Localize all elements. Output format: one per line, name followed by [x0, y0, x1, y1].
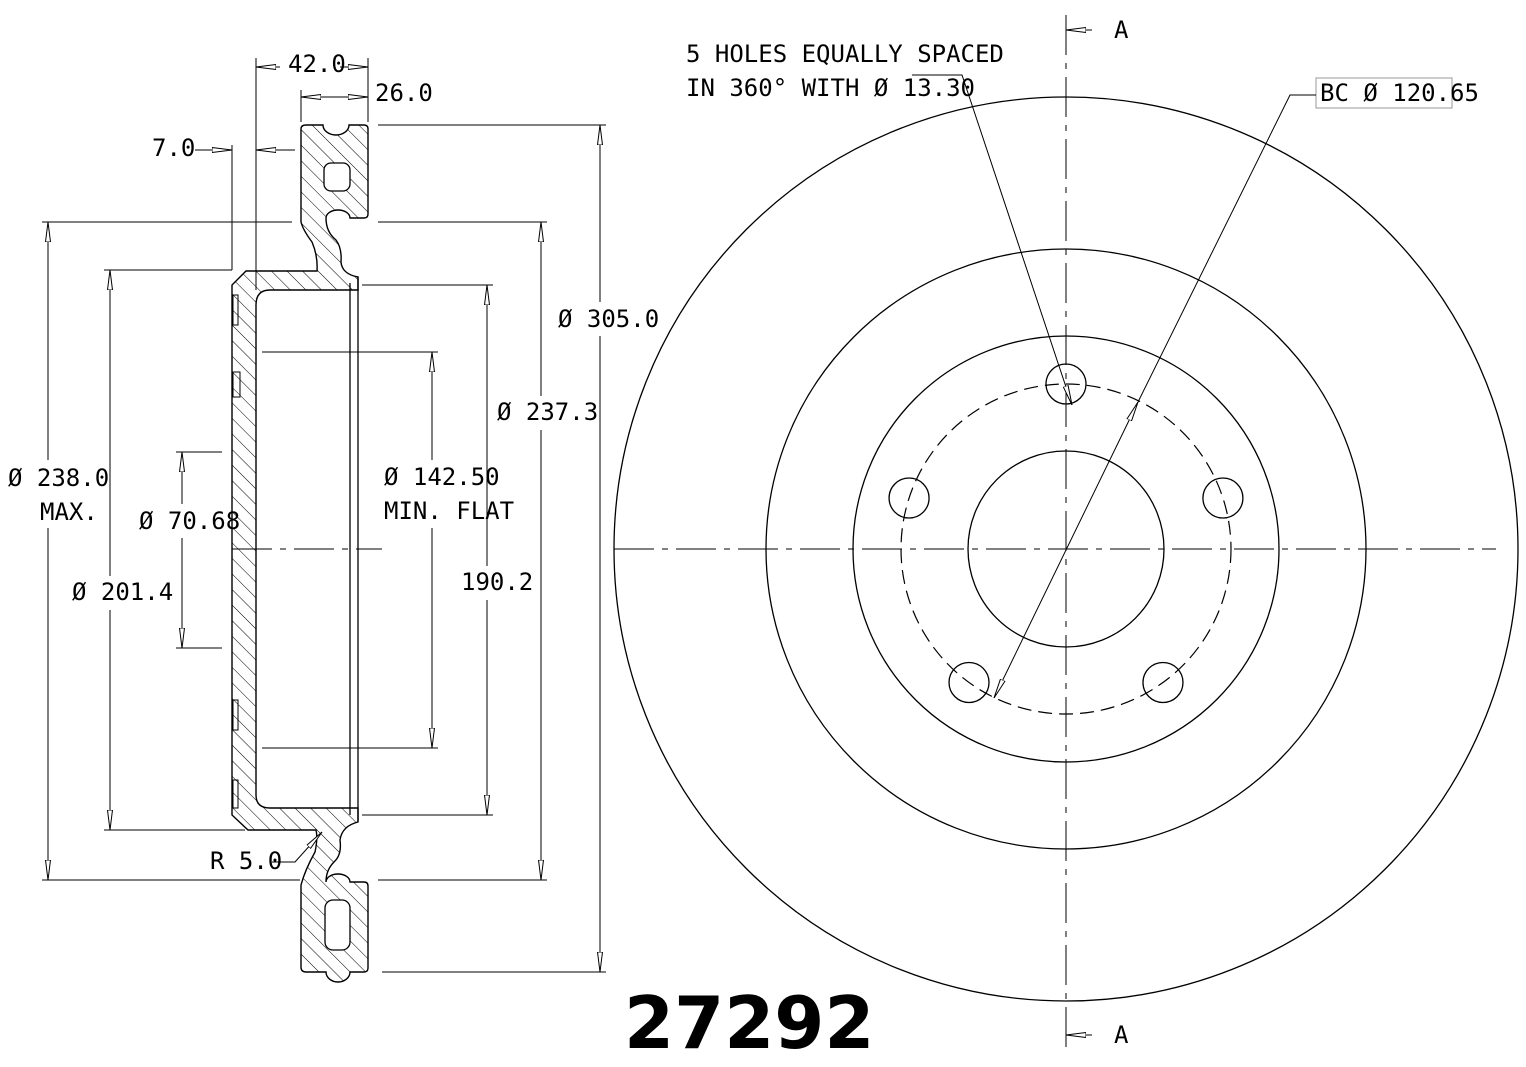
- bolt-holes: [888, 363, 1244, 704]
- bolt-circle-label: BC Ø 120.65: [1320, 79, 1479, 107]
- holes-note-line1: 5 HOLES EQUALLY SPACED: [686, 40, 1004, 68]
- dim-center-bore: Ø 70.68: [139, 507, 240, 535]
- bolt-circle-callout-box: [1315, 77, 1453, 109]
- section-marker-top: A: [1114, 16, 1129, 44]
- dim-overall-width: 42.0: [288, 50, 346, 78]
- dim-201: Ø 201.4: [72, 578, 173, 606]
- dim-237: Ø 237.3: [497, 398, 598, 426]
- section-marker-bottom: A: [1114, 1021, 1129, 1049]
- bolt-hole: [1142, 661, 1184, 704]
- bolt-hole: [888, 477, 930, 519]
- dim-hat-height: 190.2: [461, 568, 533, 596]
- dim-rotor-thickness: 26.0: [375, 79, 433, 107]
- front-view: A A 5 HOLES EQUALLY SPACED IN 360° WITH …: [613, 15, 1519, 1052]
- vent-hole-bottom: [324, 899, 351, 951]
- dim-min-flat-note: MIN. FLAT: [384, 497, 514, 525]
- dim-radius: R 5.0: [210, 847, 282, 875]
- dim-238-note: MAX.: [40, 498, 98, 526]
- holes-note-line2: IN 360° WITH Ø 13.30: [686, 74, 975, 102]
- bolt-hole: [948, 661, 990, 704]
- dim-min-flat: Ø 142.50: [384, 463, 500, 491]
- bolt-hole: [1202, 477, 1244, 519]
- dim-outer-diameter: Ø 305.0: [558, 305, 659, 333]
- dim-hat-offset: 7.0: [152, 134, 195, 162]
- dim-238: Ø 238.0: [8, 464, 109, 492]
- section-view: 42.0 26.0 7.0 Ø 305.0 Ø 237.3 Ø 238.0 MA…: [4, 50, 659, 983]
- part-number: 27292: [624, 981, 875, 1065]
- vent-hole-top: [323, 162, 351, 192]
